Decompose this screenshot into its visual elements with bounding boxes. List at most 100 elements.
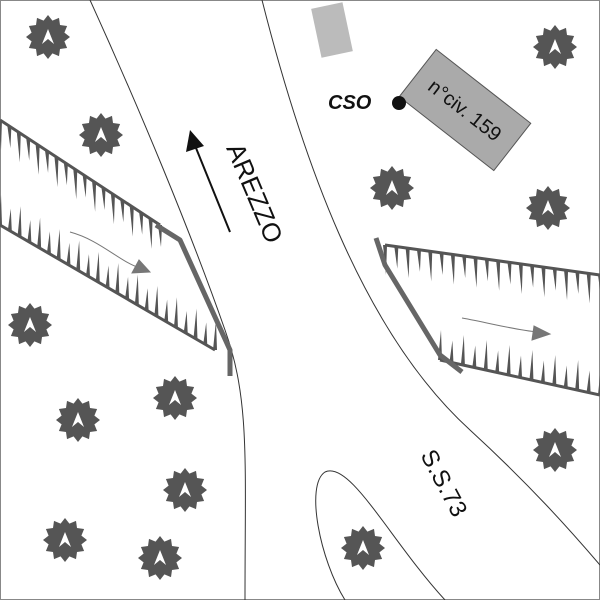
bank-tooth [439, 252, 444, 275]
bank-tooth [105, 265, 110, 288]
flow-arrow-west [69, 231, 141, 269]
bank-tooth [518, 263, 523, 294]
bank-tooth [540, 360, 545, 383]
bank-tooth [27, 220, 32, 243]
bank-tooth [125, 276, 130, 299]
bank-tooth [54, 157, 59, 188]
bank-tooth [144, 288, 149, 311]
flow-arrowhead-east [531, 325, 552, 341]
bank-tooth [115, 263, 120, 294]
bank-tooth [450, 254, 455, 285]
bank-tooth [586, 370, 591, 393]
bank-tooth [575, 360, 580, 390]
tree-center [24, 317, 36, 332]
bank-tooth [63, 163, 68, 186]
bank-tooth [183, 310, 188, 333]
bank-tooth [0, 120, 2, 150]
road-edge-east [261, 0, 600, 566]
tree-center [154, 550, 166, 565]
building-small [311, 2, 353, 58]
bank-tooth [110, 194, 115, 225]
bank-tooth [173, 297, 178, 328]
flow-arrows [69, 231, 552, 341]
tree-center [42, 29, 54, 44]
cso-point [392, 96, 406, 110]
bank-tooth [563, 365, 568, 388]
bank-tooth [76, 240, 81, 271]
tree-center [179, 482, 191, 497]
wall-east [373, 237, 464, 374]
bank-tooth [17, 206, 22, 237]
bank-tooth [66, 242, 71, 265]
tree-center [386, 180, 398, 195]
bank-tooth [16, 132, 21, 163]
bank-tooth [154, 285, 159, 316]
bank-tooth [507, 262, 512, 285]
bank-tooth [394, 246, 399, 269]
road-edges [89, 0, 600, 600]
tree-center [72, 412, 84, 427]
bank-tooth [552, 268, 557, 291]
bank-0 [0, 118, 162, 249]
trees [8, 15, 577, 580]
flow-arrowhead-west [131, 259, 152, 274]
bank-tooth [496, 260, 501, 291]
bank-tooth [35, 144, 40, 175]
tree-center [549, 442, 561, 457]
bank-tooth [449, 340, 454, 363]
bank-tooth [164, 299, 169, 322]
road-island-edge [315, 470, 446, 600]
bank-tooth [0, 195, 2, 225]
bank-tooth [506, 345, 511, 375]
flow-arrow-east [461, 317, 539, 333]
bank-tooth [193, 308, 198, 339]
bank-tooth [148, 218, 153, 249]
bank-tooth [134, 274, 139, 305]
tree-center [169, 390, 181, 405]
bank-tooth [405, 248, 410, 279]
bank-tooth [213, 320, 217, 350]
tree-center [549, 39, 561, 54]
bank-tooth [586, 273, 591, 304]
direction-arrow-north [186, 130, 231, 233]
bank-tooth [416, 249, 421, 272]
bank-tooth [552, 355, 557, 385]
bank-tooth [530, 265, 535, 288]
bank-tooth [120, 200, 125, 223]
bank-tooth [92, 181, 97, 212]
tree-center [357, 540, 369, 555]
bank-tooth [564, 270, 569, 301]
bank-tooth [472, 345, 477, 368]
bank-tooth [495, 350, 500, 373]
road-edge-west [89, 0, 246, 600]
wall-west [154, 222, 233, 376]
river-banks [0, 118, 600, 397]
bank-tooth [462, 256, 467, 279]
bank-tooth [139, 212, 144, 235]
tree-center [542, 200, 554, 215]
bank-tooth [483, 340, 488, 370]
bank-1 [0, 195, 217, 352]
bank-tooth [37, 217, 42, 248]
bank-tooth [460, 335, 465, 365]
bank-tooth [473, 257, 478, 288]
bank-tooth [56, 229, 61, 260]
bank-tooth [575, 271, 580, 294]
bank-tooth [529, 350, 534, 380]
retaining-walls [154, 222, 464, 376]
cso-label: CSO [328, 92, 372, 114]
tree-center [59, 532, 71, 547]
bank-tooth [82, 175, 87, 198]
bank-tooth [203, 322, 208, 345]
bank-tooth [484, 259, 489, 282]
bank-tooth [101, 187, 106, 210]
bank-tooth [95, 251, 100, 282]
bank-tooth [26, 138, 31, 161]
bank-tooth [85, 254, 90, 277]
bank-tooth [428, 251, 433, 282]
bank-tooth [518, 355, 522, 378]
bank-3 [438, 330, 600, 397]
bank-tooth [7, 126, 12, 149]
